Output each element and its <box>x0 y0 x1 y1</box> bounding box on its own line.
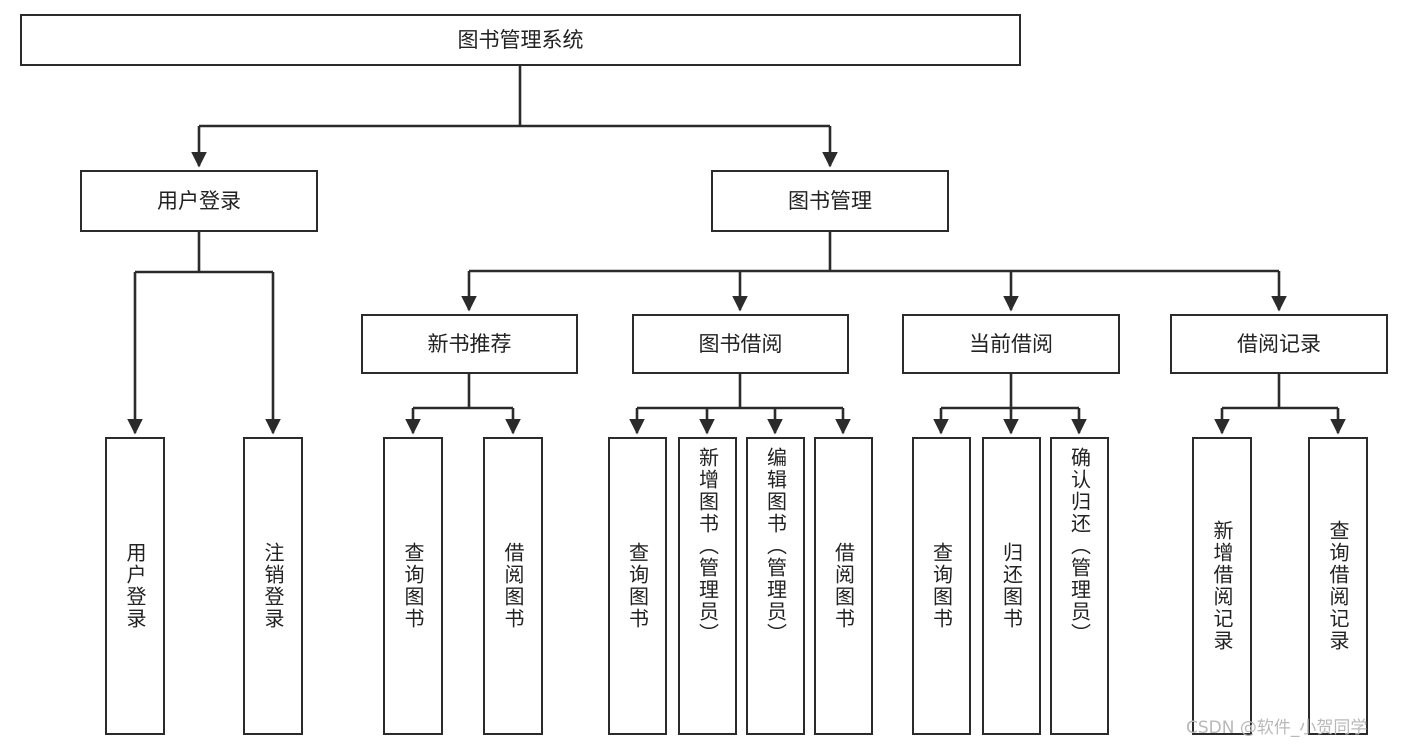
leaf-edit-book-admin[interactable]: 编辑图书（管理员） <box>746 437 805 735</box>
node-label: 借阅图书 <box>831 542 856 630</box>
node-label: 图书管理 <box>788 188 872 213</box>
node-label: 借阅记录 <box>1237 331 1321 356</box>
leaf-add-borrow-record[interactable]: 新增借阅记录 <box>1192 437 1252 735</box>
node-borrow-record[interactable]: 借阅记录 <box>1170 314 1388 374</box>
node-label: 当前借阅 <box>969 331 1053 356</box>
leaf-query-book-borrow[interactable]: 查询图书 <box>608 437 667 735</box>
leaf-borrow-book-newbook[interactable]: 借阅图书 <box>483 437 543 735</box>
node-label: 注销登录 <box>261 542 285 630</box>
leaf-query-book-newbook[interactable]: 查询图书 <box>383 437 443 735</box>
node-label: 编辑图书（管理员） <box>763 447 788 645</box>
node-label: 新增借阅记录 <box>1210 520 1234 652</box>
node-label: 用户登录 <box>157 188 241 213</box>
leaf-add-book-admin[interactable]: 新增图书（管理员） <box>678 437 737 735</box>
node-label: 查询图书 <box>625 542 650 630</box>
leaf-user-login[interactable]: 用户登录 <box>105 437 165 735</box>
node-label: 新增图书（管理员） <box>695 447 720 645</box>
leaf-borrow-book[interactable]: 借阅图书 <box>814 437 873 735</box>
node-label: 借阅图书 <box>501 542 525 630</box>
node-new-book-recommend[interactable]: 新书推荐 <box>361 314 578 374</box>
node-label: 新书推荐 <box>427 331 512 356</box>
node-label: 查询图书 <box>929 542 954 630</box>
node-label: 查询借阅记录 <box>1326 520 1350 652</box>
leaf-query-book-current[interactable]: 查询图书 <box>912 437 971 735</box>
node-root-book-management-system[interactable]: 图书管理系统 <box>20 14 1021 66</box>
node-book-management[interactable]: 图书管理 <box>711 170 949 232</box>
node-current-borrow[interactable]: 当前借阅 <box>902 314 1120 374</box>
node-label: 图书管理系统 <box>457 27 584 52</box>
node-label: 确认归还（管理员） <box>1067 447 1092 645</box>
leaf-logout[interactable]: 注销登录 <box>243 437 303 735</box>
leaf-confirm-return-admin[interactable]: 确认归还（管理员） <box>1050 437 1109 735</box>
leaf-query-borrow-record[interactable]: 查询借阅记录 <box>1308 437 1368 735</box>
node-label: 归还图书 <box>999 542 1024 630</box>
leaf-return-book[interactable]: 归还图书 <box>982 437 1041 735</box>
node-user-login[interactable]: 用户登录 <box>80 170 318 232</box>
node-label: 查询图书 <box>401 542 425 630</box>
node-book-borrow[interactable]: 图书借阅 <box>632 314 849 374</box>
node-label: 图书借阅 <box>698 331 783 356</box>
node-label: 用户登录 <box>123 542 147 630</box>
